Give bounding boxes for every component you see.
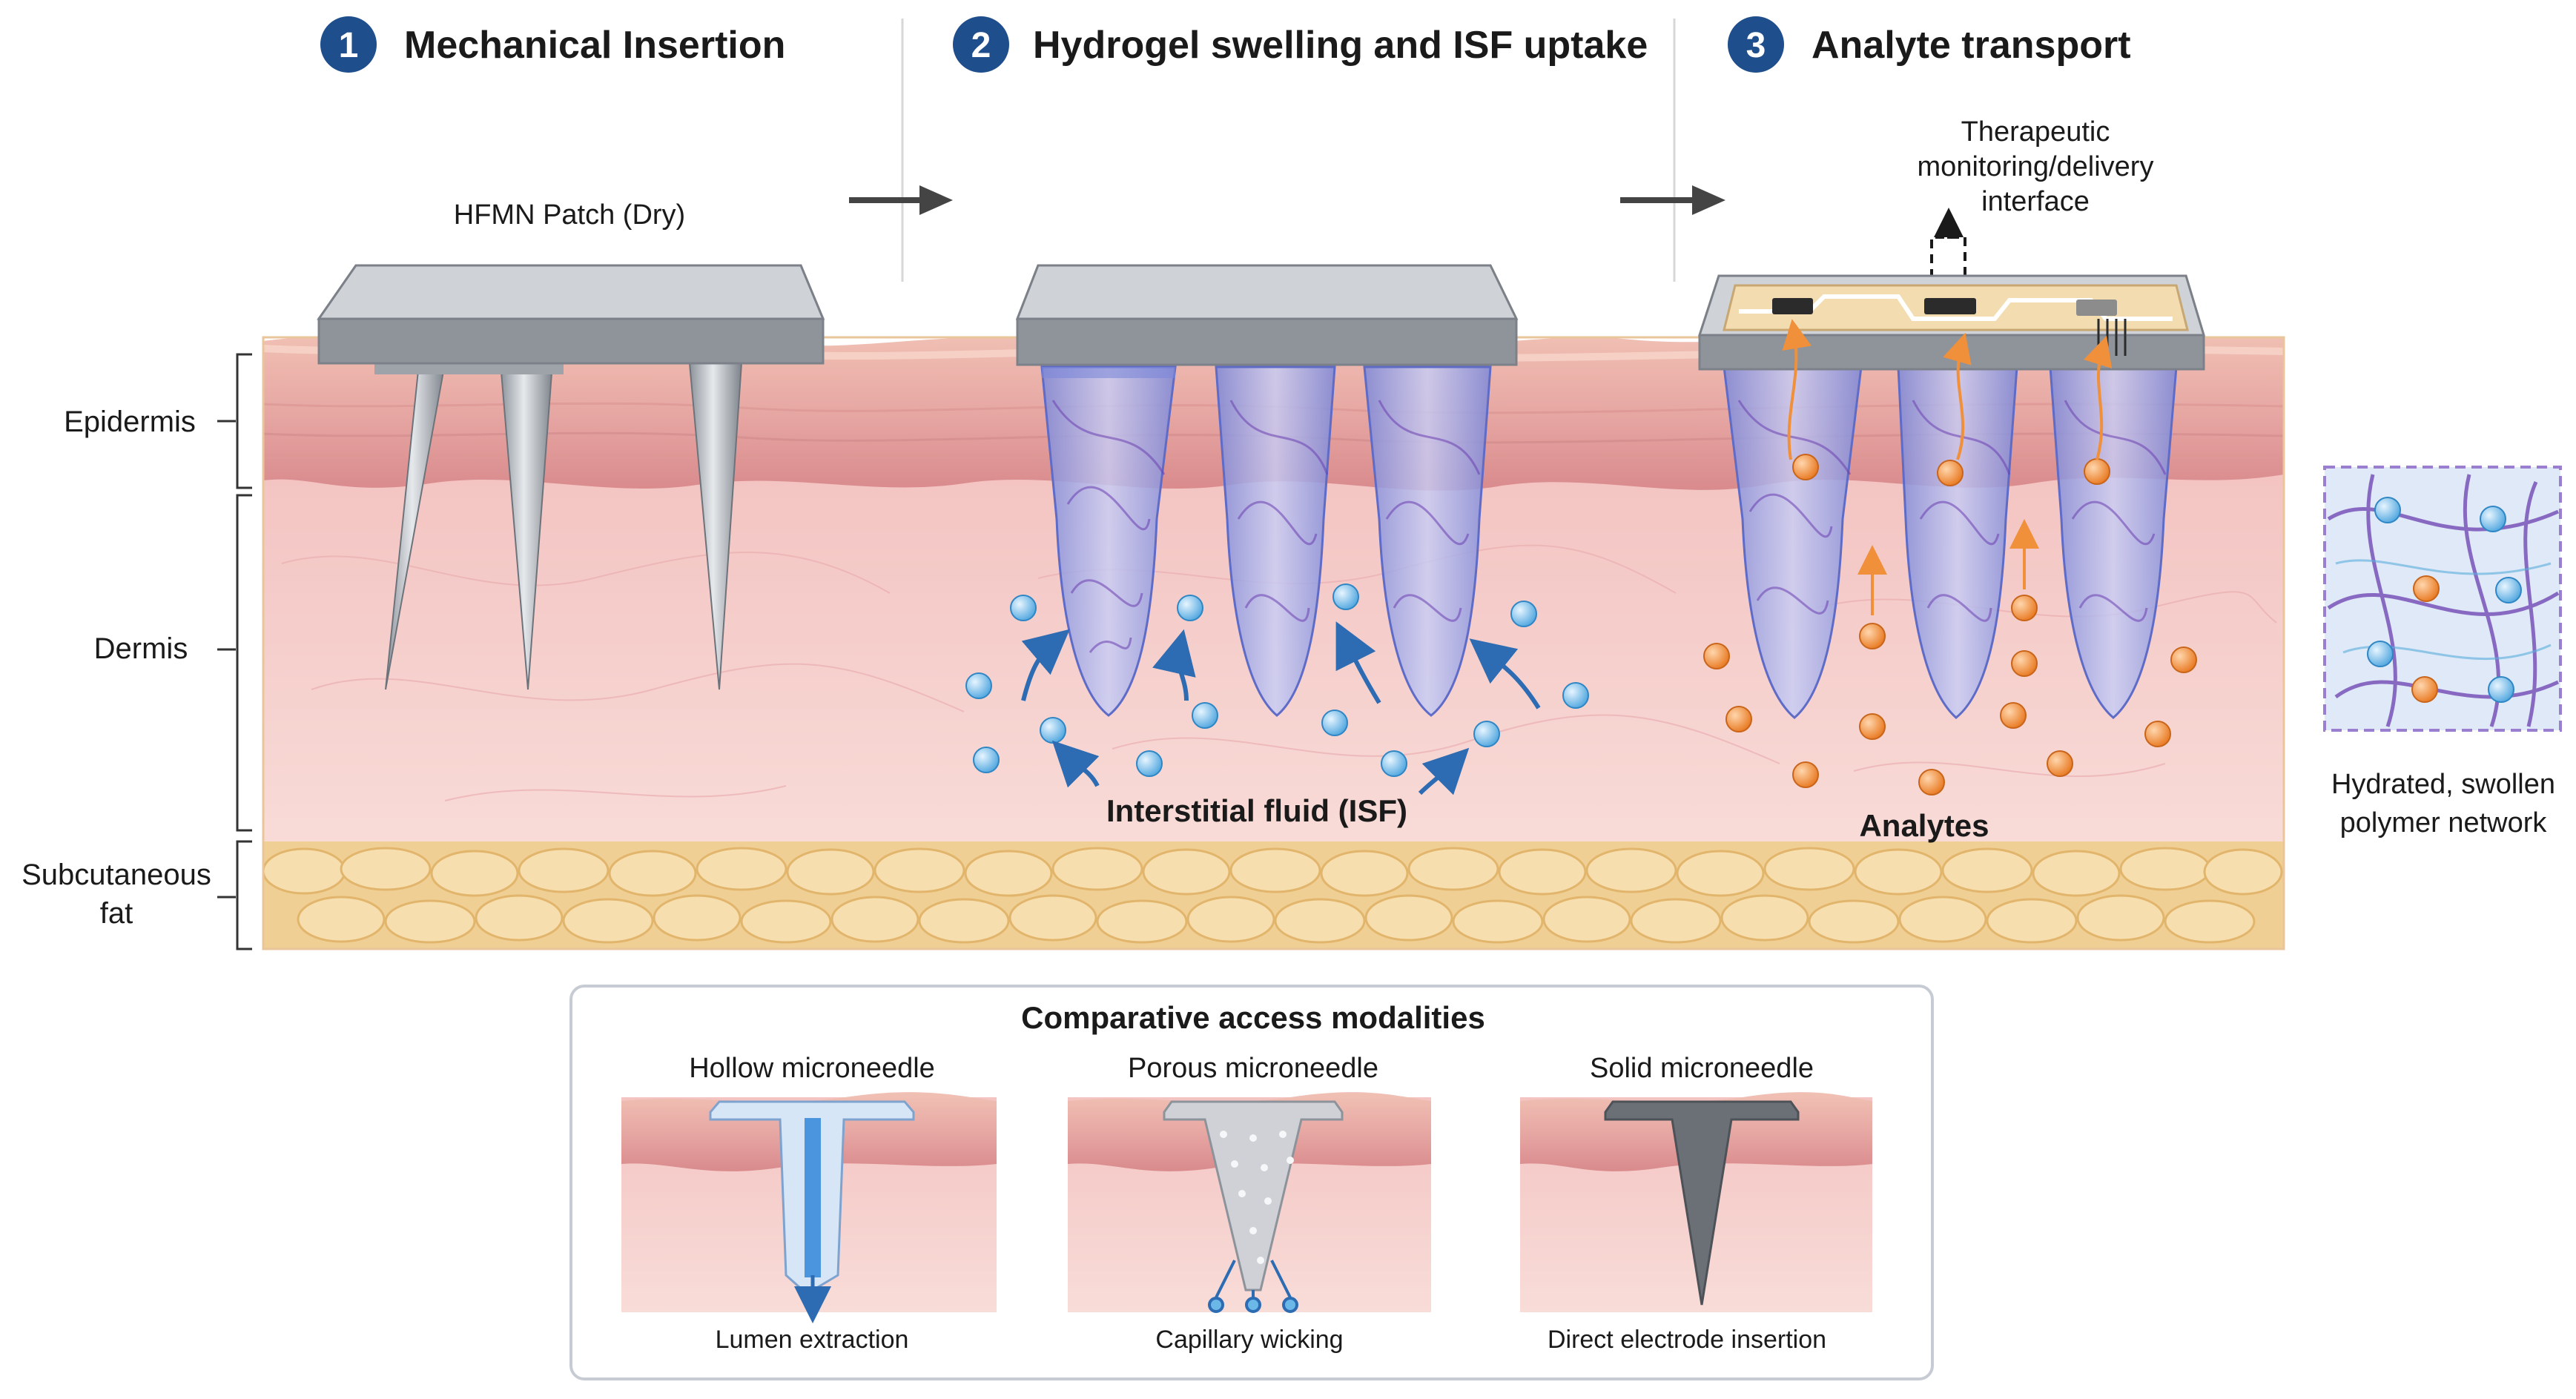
gel-needle-3	[1723, 366, 2178, 719]
comparative-access-panel: Comparative access modalities Hollow mic…	[569, 985, 1934, 1380]
comparative-title: Comparative access modalities	[1021, 1000, 1485, 1035]
label-inset-2: polymer network	[2340, 807, 2548, 839]
analyte-hfmn-patch	[1697, 274, 2206, 719]
label-patch-dry: HFMN Patch (Dry)	[454, 199, 685, 231]
step-3-number: 3	[1746, 26, 1766, 65]
hollow-name: Hollow microneedle	[689, 1053, 935, 1084]
porous-name: Porous microneedle	[1128, 1053, 1378, 1084]
isf-particles: Interstitial fluid (ISF)	[965, 583, 1589, 828]
label-fat-line-1: Subcutaneous	[22, 859, 211, 891]
hollow-caption: Lumen extraction	[716, 1326, 909, 1354]
label-dermis: Dermis	[94, 632, 188, 665]
label-therapeutic-3: interface	[1981, 186, 2090, 217]
step-1-header: 1 Mechanical Insertion	[320, 16, 785, 73]
label-inset-1: Hydrated, swollen	[2331, 769, 2555, 800]
porous-microneedle: Porous microneedle Capillary wicking	[1068, 1053, 1431, 1354]
step-2-title: Hydrogel swelling and ISF uptake	[1033, 24, 1648, 67]
process-arrow-2	[1620, 185, 1725, 215]
swollen-hfmn-patch	[1015, 264, 1519, 717]
layer-labels: Epidermis Dermis Subcutaneous fat	[22, 353, 252, 950]
polymer-network	[1051, 400, 1481, 653]
porous-caption: Capillary wicking	[1155, 1326, 1343, 1354]
step-3-title: Analyte transport	[1812, 24, 2131, 67]
polymer-inset: Hydrated, swollen polymer network	[2323, 466, 2562, 839]
solid-caption: Direct electrode insertion	[1548, 1326, 1826, 1354]
process-arrow-1	[849, 185, 953, 215]
fat-cells	[262, 847, 2283, 944]
hollow-microneedle: Hollow microneedle Lumen extraction	[621, 1053, 997, 1354]
step-2-number: 2	[971, 26, 991, 65]
label-therapeutic-1: Therapeutic	[1961, 116, 2110, 148]
step-1-title: Mechanical Insertion	[404, 24, 785, 67]
solid-name: Solid microneedle	[1590, 1053, 1814, 1084]
step-3-header: 3 Analyte transport	[1728, 16, 2131, 73]
analyte-particles: Analytes	[1703, 319, 2197, 843]
gel-needle	[1040, 366, 1492, 717]
label-fat-line-2: fat	[100, 897, 133, 930]
solid-microneedle: Solid microneedle Direct electrode inser…	[1520, 1053, 1872, 1354]
label-therapeutic-2: monitoring/delivery	[1918, 151, 2154, 182]
label-epidermis: Epidermis	[64, 406, 196, 438]
step-2-header: 2 Hydrogel swelling and ISF uptake	[953, 16, 1648, 73]
therapeutic-interface: Therapeutic monitoring/delivery interfac…	[1918, 116, 2154, 293]
dry-hfmn-patch: HFMN Patch (Dry)	[317, 199, 825, 690]
label-analytes: Analytes	[1859, 808, 1989, 843]
label-isf: Interstitial fluid (ISF)	[1106, 793, 1407, 828]
step-1-number: 1	[339, 26, 359, 65]
